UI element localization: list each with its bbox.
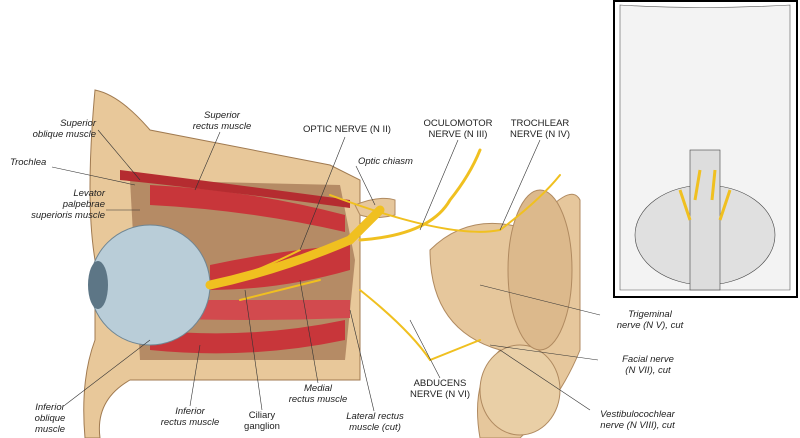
label-trochlea: Trochlea	[10, 157, 47, 168]
oculomotor-nerve	[358, 148, 482, 242]
abducens-nerve	[359, 289, 481, 362]
label-optic-chiasm: Optic chiasm	[358, 156, 413, 167]
label-optic-nerve: OPTIC NERVE (N II)	[303, 124, 391, 135]
optic-nerve	[205, 205, 385, 290]
inferior-rectus	[150, 320, 345, 354]
cerebellum-lobe	[479, 344, 561, 436]
cornea	[88, 261, 108, 309]
trochlear-nerve	[329, 174, 561, 233]
label-facial-nerve: Facial nerve(N VII), cut	[622, 354, 674, 376]
ciliary-nerves	[229, 249, 321, 301]
pons	[507, 189, 573, 351]
superior-oblique	[120, 170, 350, 208]
optic-chiasm-shape	[354, 197, 396, 218]
superior-rectus	[150, 185, 345, 232]
brain-inset	[613, 0, 798, 298]
